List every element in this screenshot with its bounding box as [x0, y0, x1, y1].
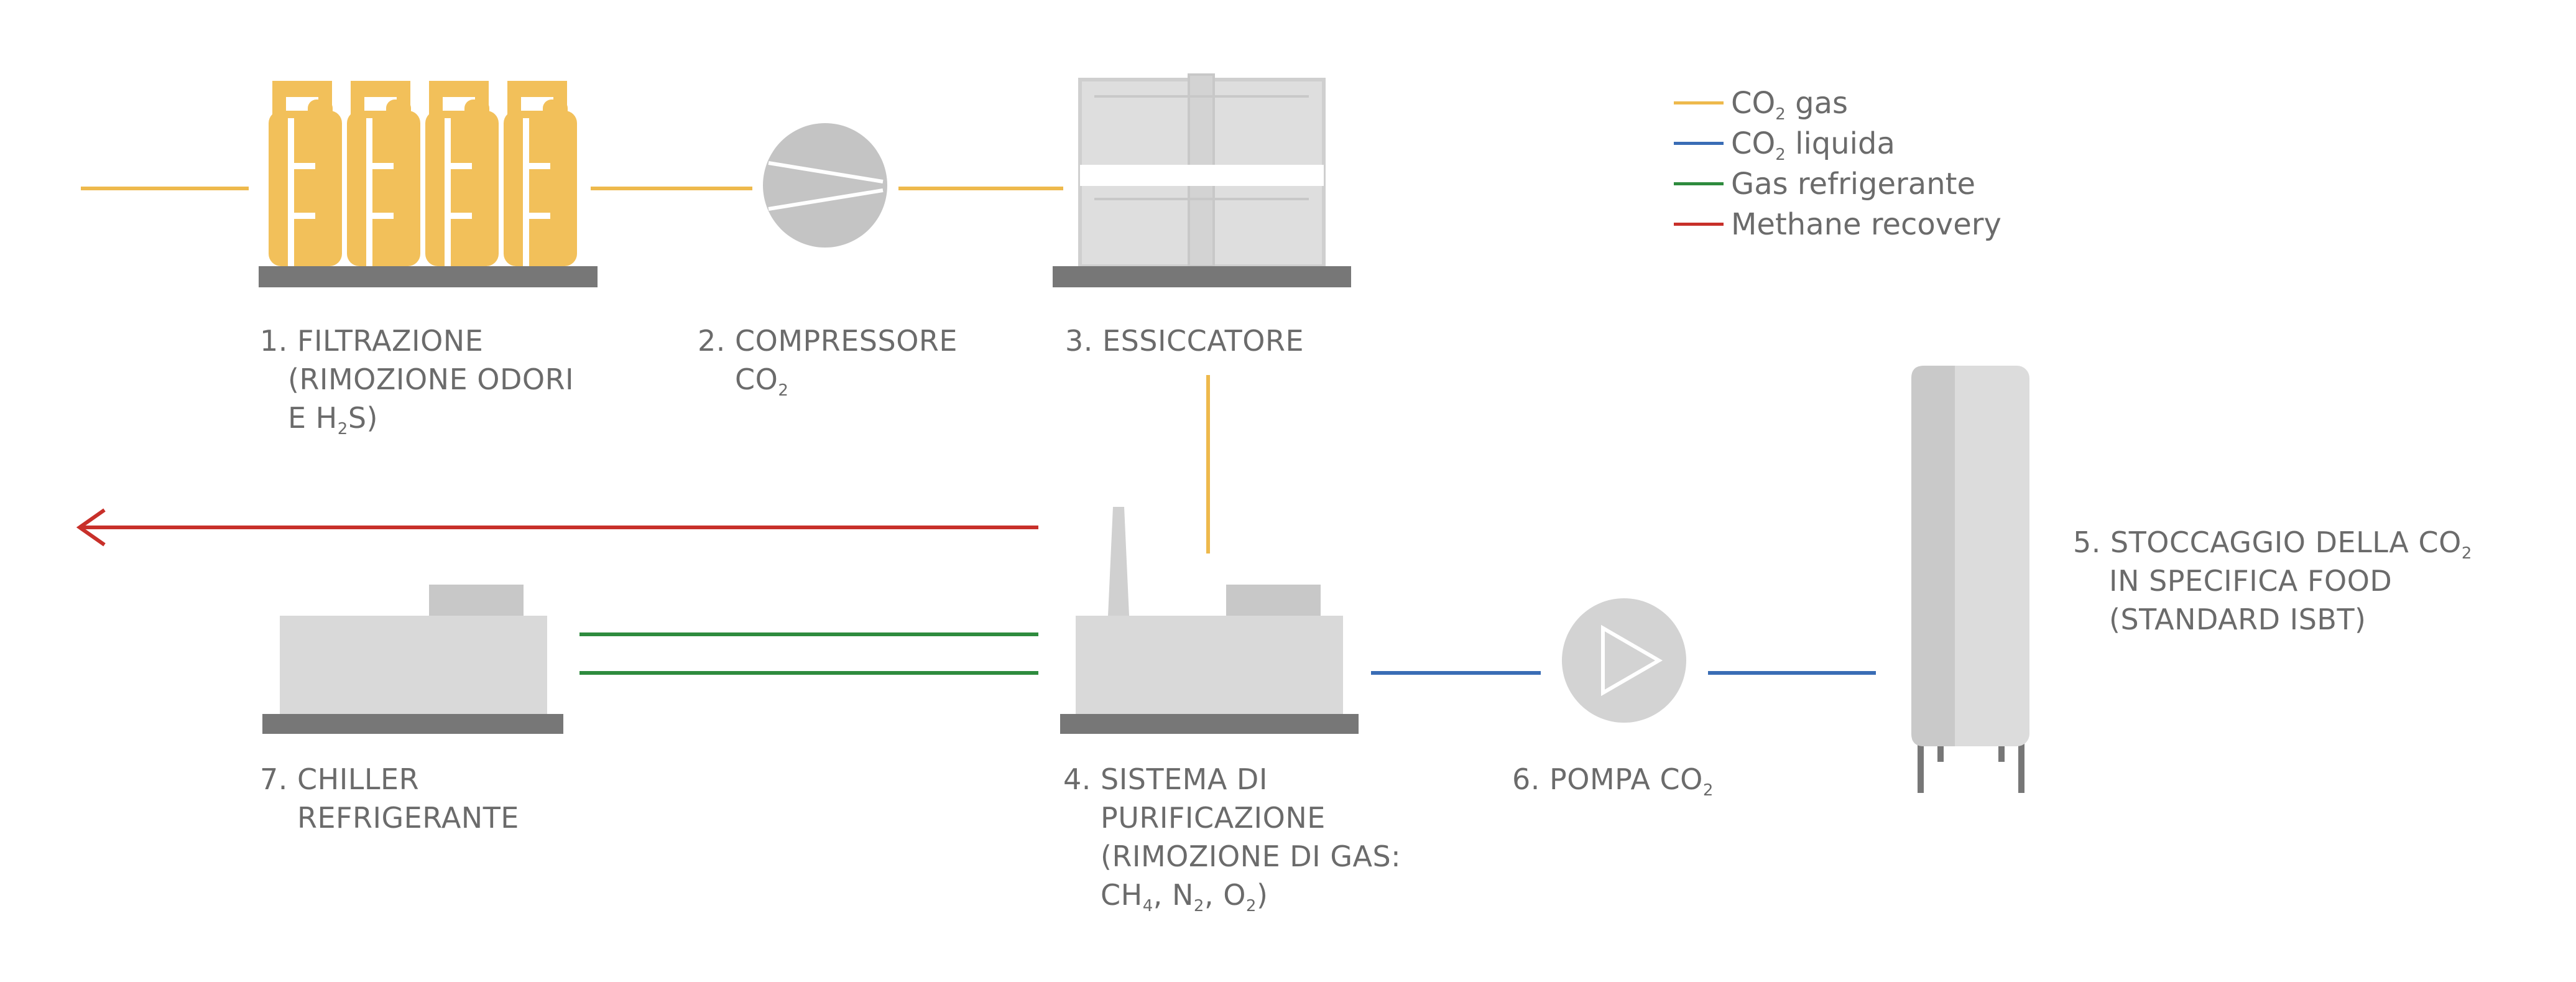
chiller-body	[280, 616, 547, 714]
storage-tank-shade	[1911, 366, 1955, 746]
methane-recovery-pipe	[76, 508, 1038, 547]
legend-label-co2-liquida: CO2 liquida	[1731, 126, 1895, 164]
co2-gas-pipes	[81, 187, 1210, 554]
pump-play-icon	[1601, 624, 1663, 697]
chiller-equipment	[262, 585, 563, 734]
methane-recovery-arrowhead	[76, 508, 106, 547]
label-chiller: 7. CHILLER REFRIGERANTE	[260, 762, 519, 835]
label-essiccatore: 3. ESSICCATORE	[1065, 324, 1304, 358]
dryer-equipment	[1053, 73, 1351, 287]
legend-label-gas-refrigerante: Gas refrigerante	[1731, 167, 1975, 201]
dryer-base-plate	[1053, 266, 1351, 287]
legend-swatch-gas-refrigerante	[1674, 182, 1724, 185]
label-pompa: 6. POMPA CO2	[1512, 762, 1714, 800]
purification-base-plate	[1060, 714, 1359, 734]
storage-tank-leg-right	[2018, 743, 2024, 793]
dryer-white-band	[1080, 165, 1324, 186]
legend-label-methane-recovery: Methane recovery	[1731, 207, 2001, 242]
label-stoccaggio: 5. STOCCAGGIO DELLA CO2 IN SPECIFICA FOO…	[2073, 526, 2472, 636]
label-filtrazione: 1. FILTRAZIONE (RIMOZIONE ODORI E H2S)	[260, 324, 575, 438]
filter-tanks-equipment	[259, 81, 598, 287]
filter-base-plate	[259, 266, 598, 287]
storage-tank-equipment	[1911, 366, 2029, 793]
chiller-top-module	[429, 585, 524, 616]
chiller-base-plate	[262, 714, 563, 734]
legend-swatch-co2-gas	[1674, 101, 1724, 104]
label-compressore: 2. COMPRESSORE CO2	[698, 324, 958, 400]
compressor-body-icon	[763, 123, 887, 248]
purification-system-equipment	[1060, 507, 1359, 734]
purification-chimney	[1108, 507, 1129, 616]
pump-equipment	[1562, 598, 1686, 723]
legend-swatch-co2-liquida	[1674, 142, 1724, 145]
refrigerant-pipes	[579, 632, 1038, 675]
filter-tank-icon	[269, 81, 342, 266]
purification-body	[1076, 616, 1343, 714]
legend-label-co2-gas: CO2 gas	[1731, 86, 1848, 124]
compressor-equipment	[763, 123, 887, 248]
pump-body-icon	[1562, 598, 1686, 723]
storage-tank-leg-left	[1918, 743, 1924, 793]
label-purificazione: 4. SISTEMA DI PURIFICAZIONE (RIMOZIONE D…	[1063, 762, 1401, 915]
purification-top-module	[1226, 585, 1321, 616]
legend-swatch-methane-recovery	[1674, 223, 1724, 226]
